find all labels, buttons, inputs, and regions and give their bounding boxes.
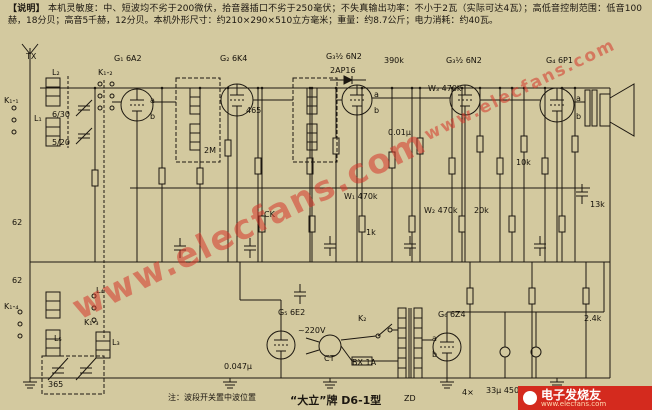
description-tag: 【说明】 (8, 4, 45, 14)
note-label: 注：波段开关置中波位置 (168, 393, 256, 402)
banner-title: 电子发烧友 (541, 387, 602, 402)
elecfans-logo-icon (523, 391, 537, 405)
banner-url: www.elecfans.com (541, 399, 607, 408)
schematic-drawing (11, 43, 635, 395)
circuit-generated (23, 83, 590, 389)
description-text: 本机灵敏度：中、短波均不劣于200微伏，拾音器插口不劣于250毫伏；不失真输出功… (8, 4, 642, 26)
banner-text: 电子发烧友 www.elecfans.com (541, 389, 606, 408)
elecfans-banner: 电子发烧友 www.elecfans.com (518, 386, 652, 410)
model-label: “大立”牌 D6-1型 (290, 394, 382, 407)
circuit-static (11, 43, 635, 395)
description-header: 【说明】 本机灵敏度：中、短波均不劣于200微伏，拾音器插口不劣于250毫伏；不… (0, 0, 652, 40)
